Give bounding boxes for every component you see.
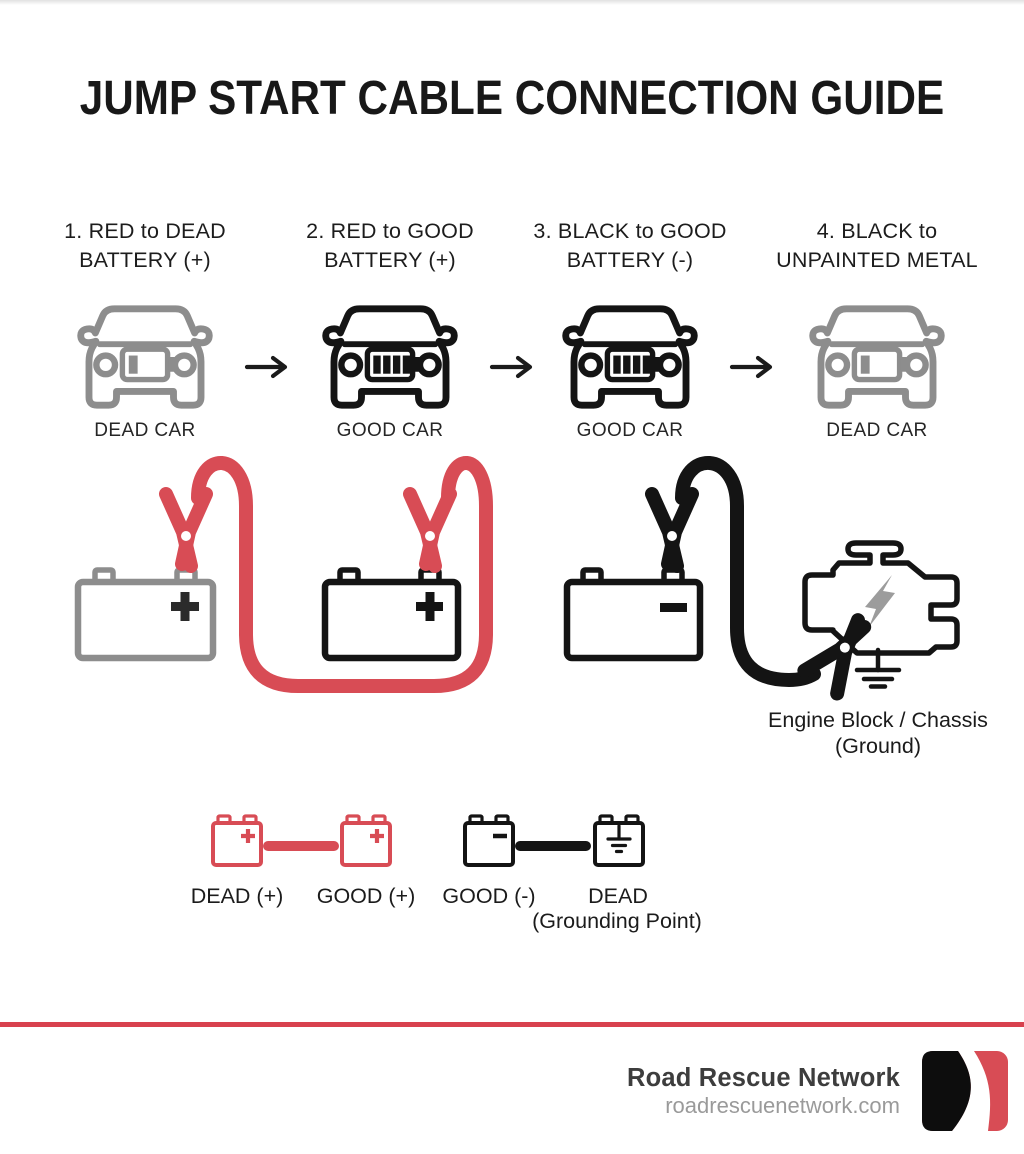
step-3-line2: BATTERY (-) xyxy=(566,248,694,272)
step-3-line1: 3. BLACK to GOOD xyxy=(533,219,727,243)
legend-good-negative-battery-icon xyxy=(463,814,515,867)
battery-plus-icon xyxy=(370,829,384,843)
engine-ground-label-line2: (Ground) xyxy=(834,734,922,758)
footer-brand-name: Road Rescue Network xyxy=(626,1064,900,1092)
brand-logo xyxy=(922,1051,1008,1131)
jumper-cables-illustration xyxy=(74,456,960,780)
lightning-bolt-icon xyxy=(865,575,895,627)
step-4-line1: 4. BLACK to xyxy=(816,219,938,243)
logo-black-shape xyxy=(922,1051,971,1131)
arrow-right-icon xyxy=(244,355,288,379)
ground-symbol-icon xyxy=(854,647,902,689)
good-car-icon xyxy=(322,305,458,409)
step-2-line1: 2. RED to GOOD xyxy=(306,219,474,243)
battery-plus-icon xyxy=(171,592,199,621)
good-car-icon xyxy=(562,305,698,409)
red-clamp-icon xyxy=(410,494,450,566)
red-clamp-icon xyxy=(166,494,206,566)
battery-full-bars xyxy=(613,355,651,374)
legend-label: GOOD (+) xyxy=(316,884,416,908)
car-label: GOOD CAR xyxy=(576,420,684,441)
legend-sublabel: (Grounding Point) xyxy=(532,909,702,933)
logo-road-swoosh xyxy=(952,1051,991,1131)
step-1-line2: BATTERY (+) xyxy=(79,248,211,272)
black-jumper-cable xyxy=(675,456,821,688)
dead-car-icon xyxy=(809,305,945,409)
top-edge-shade xyxy=(0,0,1024,5)
dead-battery-icon xyxy=(74,567,217,662)
step-1-line1: 1. RED to DEAD xyxy=(64,219,226,243)
battery-plus-icon xyxy=(416,592,443,621)
engine-block-icon xyxy=(802,540,960,689)
legend-good-positive-battery-icon xyxy=(340,814,392,867)
legend-dead-positive-battery-icon xyxy=(211,814,263,867)
negative-battery-icon xyxy=(563,567,704,662)
battery-full-bars xyxy=(373,355,411,374)
step-4-heading: 4. BLACK to UNPAINTED METAL xyxy=(757,217,997,275)
legend-label: DEAD xyxy=(588,884,648,908)
black-clamp-icon xyxy=(652,494,692,566)
engine-ground-label-line1: Engine Block / Chassis xyxy=(768,708,988,732)
good-battery-icon xyxy=(321,567,462,662)
car-label: DEAD CAR xyxy=(826,420,928,441)
legend-diagram xyxy=(211,814,645,867)
legend-label: DEAD (+) xyxy=(190,884,284,908)
car-label: DEAD CAR xyxy=(94,420,196,441)
arrow-right-icon xyxy=(489,355,533,379)
step-3-heading: 3. BLACK to GOOD BATTERY (-) xyxy=(510,217,750,275)
footer-divider xyxy=(0,1022,1024,1027)
battery-low-bar xyxy=(128,355,138,374)
ground-symbol-icon xyxy=(606,824,632,854)
battery-plus-icon xyxy=(241,829,255,843)
legend-grounding-battery-icon xyxy=(593,814,645,867)
battery-low-bar xyxy=(860,355,870,374)
arrow-right-icon xyxy=(729,355,773,379)
step-2-heading: 2. RED to GOOD BATTERY (+) xyxy=(270,217,510,275)
page-title: JUMP START CABLE CONNECTION GUIDE xyxy=(79,72,945,125)
car-label: GOOD CAR xyxy=(336,420,444,441)
step-4-line2: UNPAINTED METAL xyxy=(776,248,978,272)
step-1-heading: 1. RED to DEAD BATTERY (+) xyxy=(25,217,265,275)
step-2-line2: BATTERY (+) xyxy=(324,248,456,272)
legend-label: GOOD (-) xyxy=(442,884,536,908)
dead-car-icon xyxy=(77,305,213,409)
engine-ground-label: Engine Block / Chassis (Ground) xyxy=(708,707,1024,759)
footer-website: roadrescuenetwork.com xyxy=(665,1093,900,1118)
red-jumper-cable xyxy=(191,456,493,693)
